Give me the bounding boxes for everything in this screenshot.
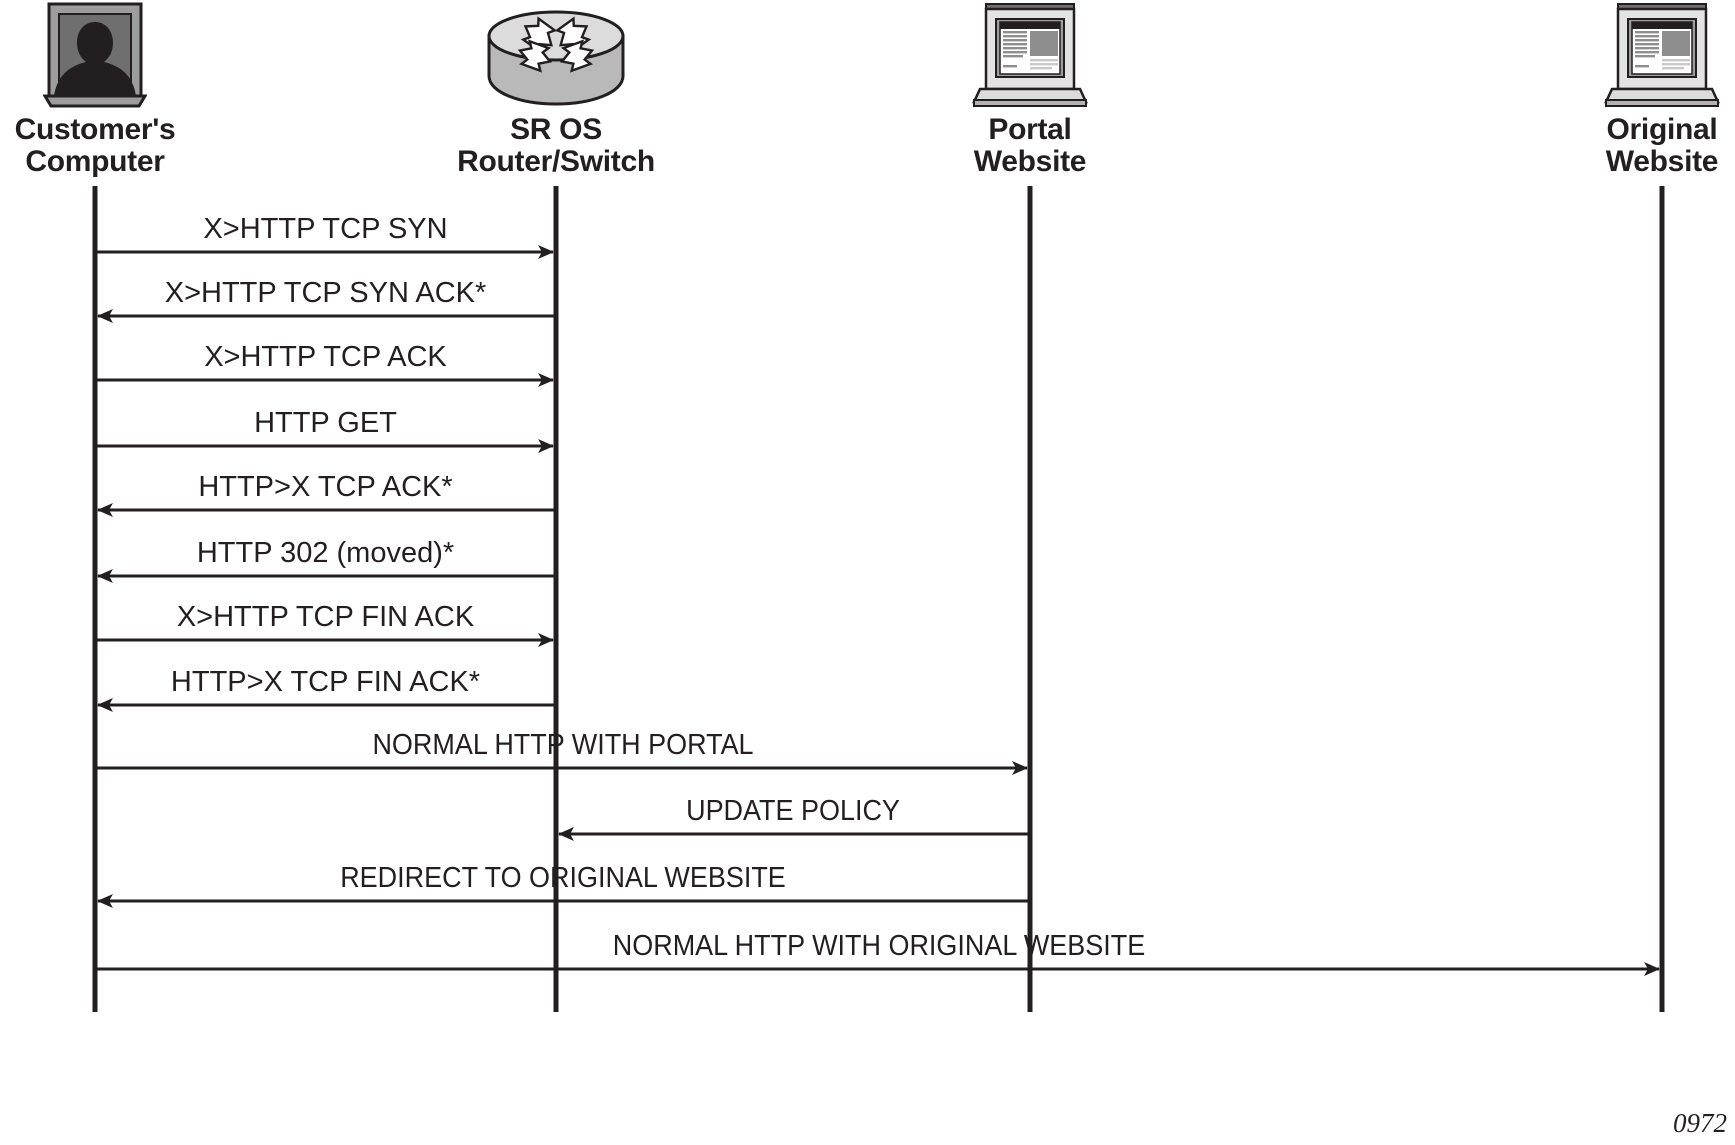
lifeline-group (92, 186, 1665, 1012)
user-monitor-icon (0, 0, 255, 108)
message-label: X>HTTP TCP SYN (203, 213, 448, 245)
message-label: HTTP 302 (moved)* (196, 537, 455, 569)
arrow-group (95, 245, 1660, 976)
actor-label: SR OS Router/Switch (457, 113, 655, 178)
message-label: HTTP GET (254, 407, 397, 439)
actor-original-website: Original Website (1502, 0, 1735, 178)
router-icon (396, 0, 716, 108)
message-label: UPDATE POLICY (686, 795, 900, 827)
actor-customers-computer: Customer's Computer (0, 0, 255, 178)
message-label: REDIRECT TO ORIGINAL WEBSITE (339, 862, 786, 894)
message-label: NORMAL HTTP WITH PORTAL (371, 729, 754, 761)
message-label: X>HTTP TCP SYN ACK* (164, 277, 487, 309)
actor-sr-os-router-switch: SR OS Router/Switch (396, 0, 716, 178)
actor-label: Customer's Computer (14, 113, 176, 178)
figure-number: 0972 (1673, 1108, 1727, 1138)
message-label: X>HTTP TCP FIN ACK (176, 601, 475, 633)
actor-portal-website: Portal Website (870, 0, 1190, 178)
laptop-website-icon (1502, 0, 1735, 108)
laptop-website-icon (870, 0, 1190, 108)
message-label: NORMAL HTTP WITH ORIGINAL WEBSITE (612, 930, 1145, 962)
message-label: HTTP>X TCP FIN ACK* (170, 666, 481, 698)
actor-label: Original Website (1605, 113, 1719, 178)
message-label: X>HTTP TCP ACK (204, 341, 447, 373)
message-label: HTTP>X TCP ACK* (198, 471, 453, 503)
actor-label: Portal Website (973, 113, 1087, 178)
